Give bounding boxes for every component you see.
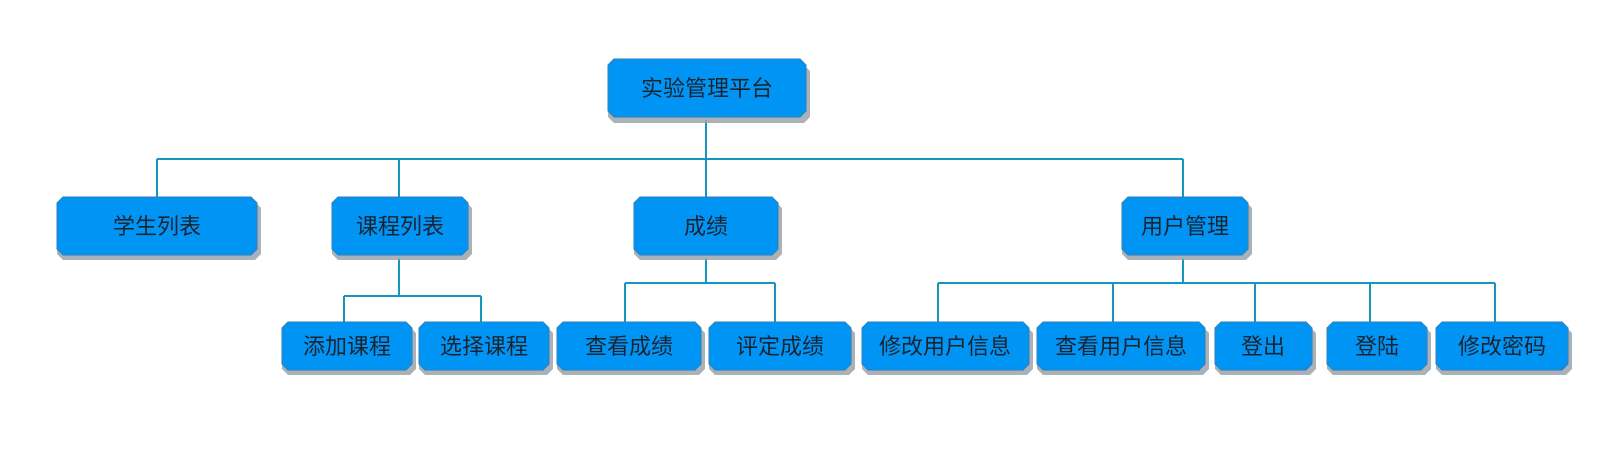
node-label-login: 登陆: [1355, 335, 1399, 360]
node-grades[interactable]: 成绩: [633, 196, 782, 260]
node-label-edit-user-info: 修改用户信息: [879, 335, 1011, 360]
node-box: [331, 196, 469, 256]
node-box: [1326, 321, 1428, 371]
node-logout[interactable]: 登出: [1214, 321, 1316, 375]
node-box: [556, 321, 702, 371]
node-box: [56, 196, 258, 256]
node-box: [1214, 321, 1313, 371]
node-label-root: 实验管理平台: [641, 77, 773, 102]
node-box: [607, 58, 807, 118]
node-label-user-management: 用户管理: [1141, 215, 1229, 240]
node-label-assess-grades: 评定成绩: [736, 335, 824, 360]
node-label-logout: 登出: [1241, 335, 1285, 360]
node-edit-user-info[interactable]: 修改用户信息: [861, 321, 1033, 375]
node-box: [1036, 321, 1206, 371]
node-box: [633, 196, 779, 256]
node-assess-grades[interactable]: 评定成绩: [708, 321, 855, 375]
node-root[interactable]: 实验管理平台: [607, 58, 810, 123]
node-label-view-grades: 查看成绩: [585, 335, 673, 360]
node-add-course[interactable]: 添加课程: [281, 321, 416, 375]
node-select-course[interactable]: 选择课程: [418, 321, 553, 375]
node-student-list[interactable]: 学生列表: [56, 196, 261, 260]
node-label-student-list: 学生列表: [113, 215, 201, 240]
node-view-user-info[interactable]: 查看用户信息: [1036, 321, 1209, 375]
node-label-change-password: 修改密码: [1458, 335, 1546, 360]
node-change-password[interactable]: 修改密码: [1435, 321, 1572, 375]
node-box: [708, 321, 852, 371]
node-box: [418, 321, 550, 371]
node-label-grades: 成绩: [684, 215, 728, 240]
node-label-add-course: 添加课程: [303, 335, 391, 360]
node-course-list[interactable]: 课程列表: [331, 196, 472, 260]
node-label-view-user-info: 查看用户信息: [1055, 335, 1187, 360]
node-box: [1121, 196, 1249, 256]
node-user-management[interactable]: 用户管理: [1121, 196, 1252, 260]
connectors: [156, 120, 1496, 322]
node-box: [281, 321, 413, 371]
node-label-course-list: 课程列表: [356, 215, 444, 240]
node-box: [1435, 321, 1569, 371]
node-box: [861, 321, 1030, 371]
node-view-grades[interactable]: 查看成绩: [556, 321, 705, 375]
node-label-select-course: 选择课程: [440, 335, 528, 360]
node-login[interactable]: 登陆: [1326, 321, 1431, 375]
